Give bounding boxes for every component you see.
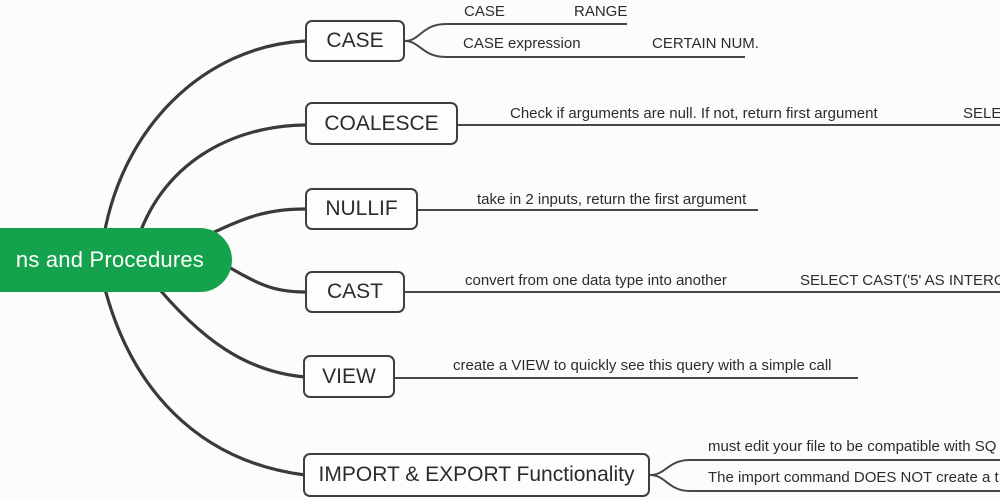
- import-fork-bottom-line: [649, 474, 1000, 492]
- case-subnode-case[interactable]: CASE: [464, 3, 505, 20]
- root-node-label: ns and Procedures: [15, 247, 204, 272]
- node-nullif[interactable]: NULLIF: [305, 188, 418, 230]
- import-note-compatibility[interactable]: must edit your file to be compatible wit…: [708, 438, 997, 455]
- node-cast-label: CAST: [326, 280, 383, 303]
- node-case[interactable]: CASE: [305, 20, 405, 62]
- cast-note[interactable]: convert from one data type into another: [465, 272, 727, 289]
- import-note-command[interactable]: The import command DOES NOT create a t: [708, 469, 999, 486]
- case-subnode-expression[interactable]: CASE expression: [463, 35, 581, 52]
- case-fork-top-line: [404, 23, 627, 42]
- node-import-export[interactable]: IMPORT & EXPORT Functionality: [303, 453, 650, 497]
- node-view[interactable]: VIEW: [303, 355, 395, 398]
- branch-curve-case: [100, 39, 307, 250]
- branch-curve-cast: [218, 260, 307, 294]
- branch-curve-view: [148, 276, 307, 379]
- root-node[interactable]: ns and Procedures: [0, 228, 232, 292]
- case-subnode-range[interactable]: RANGE: [574, 3, 628, 20]
- case-subnode-certain-num[interactable]: CERTAIN NUM.: [652, 35, 759, 52]
- node-coalesce[interactable]: COALESCE: [305, 102, 458, 145]
- case-fork-bottom-line: [404, 40, 745, 58]
- node-cast[interactable]: CAST: [305, 271, 405, 313]
- branch-curve-import-export: [98, 266, 307, 477]
- coalesce-note[interactable]: Check if arguments are null. If not, ret…: [510, 105, 878, 122]
- node-import-export-label: IMPORT & EXPORT Functionality: [318, 463, 635, 486]
- cast-subnote[interactable]: SELECT CAST('5' AS INTERG: [800, 272, 1000, 289]
- view-note[interactable]: create a VIEW to quickly see this query …: [453, 357, 832, 374]
- branch-curve-coalesce: [134, 123, 307, 246]
- coalesce-subnote[interactable]: SELE: [963, 105, 1000, 122]
- nullif-note[interactable]: take in 2 inputs, return the first argum…: [477, 191, 747, 208]
- node-view-label: VIEW: [322, 364, 376, 388]
- node-case-label: CASE: [326, 29, 384, 52]
- node-nullif-label: NULLIF: [325, 197, 398, 220]
- node-coalesce-label: COALESCE: [324, 111, 439, 135]
